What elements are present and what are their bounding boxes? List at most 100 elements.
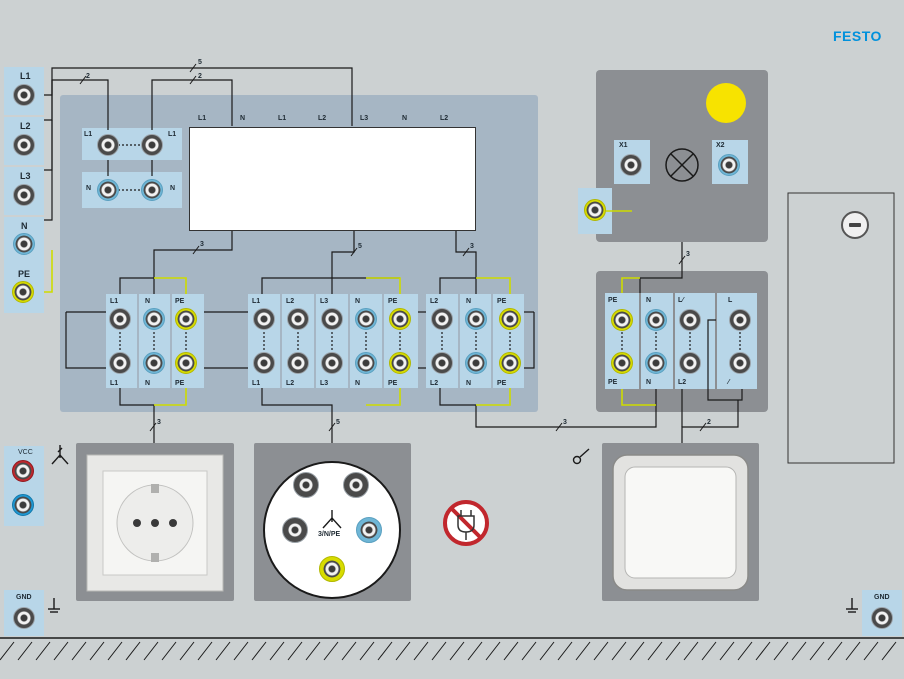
meter-terminal[interactable] [499, 308, 521, 330]
meter-terminal[interactable] [321, 352, 343, 374]
meter-terminal[interactable] [355, 308, 377, 330]
cee-terminal-l3[interactable] [282, 517, 308, 543]
meter-label: N [145, 380, 151, 387]
meter-label: PE [175, 298, 185, 305]
switch-label: ⁄ [728, 379, 730, 386]
meter-label: L1 [252, 380, 261, 387]
terminal-pe[interactable] [12, 281, 34, 303]
meter-label: PE [175, 380, 185, 387]
cee-terminal-l2[interactable] [343, 472, 369, 498]
display-term-label: L2 [318, 115, 327, 122]
display-term-label: L1 [198, 115, 207, 122]
lamp-indicator [706, 83, 746, 123]
switch-label: PE [608, 297, 618, 304]
lamp-label-x1: X1 [619, 142, 628, 149]
meter-terminal[interactable] [175, 308, 197, 330]
meter-label: L1 [110, 298, 119, 305]
meter-label: L2 [430, 380, 439, 387]
breaker-terminal[interactable] [141, 134, 163, 156]
switch-terminal[interactable] [611, 309, 633, 331]
switch-label: L2 [678, 379, 687, 386]
meter-terminal[interactable] [109, 308, 131, 330]
switch-terminal[interactable] [679, 352, 701, 374]
meter-terminal[interactable] [175, 352, 197, 374]
terminal-vcc-minus[interactable] [12, 494, 34, 516]
supply-label-l1: L1 [20, 71, 31, 81]
meter-label: PE [388, 298, 398, 305]
meter-label: L2 [430, 298, 439, 305]
breaker-terminal[interactable] [141, 179, 163, 201]
cee-terminal-l1[interactable] [293, 472, 319, 498]
wire-count-label: 2 [86, 73, 90, 80]
meter-terminal[interactable] [143, 308, 165, 330]
cee-label: 3/N/PE [318, 531, 341, 538]
meter-terminal[interactable] [355, 352, 377, 374]
cee-terminal-n[interactable] [356, 517, 382, 543]
meter-terminal[interactable] [431, 308, 453, 330]
switch-terminal[interactable] [645, 352, 667, 374]
switch-label: PE [608, 379, 618, 386]
lamp-label-x2: X2 [716, 142, 725, 149]
switch-label: L⁄ [678, 297, 684, 304]
meter-label: N [466, 298, 472, 305]
switch-terminal[interactable] [729, 309, 751, 331]
terminal-n[interactable] [13, 233, 35, 255]
switch-label: L [728, 297, 733, 304]
lamp-cross-icon [665, 148, 699, 182]
meter-terminal[interactable] [287, 308, 309, 330]
meter-terminal[interactable] [389, 352, 411, 374]
switch-label: N [646, 297, 652, 304]
supply-label-l2: L2 [20, 121, 31, 131]
meter-terminal[interactable] [253, 352, 275, 374]
breaker-label: N [86, 185, 92, 192]
meter-label: N [466, 380, 472, 387]
push-button[interactable] [625, 467, 736, 578]
breaker-terminal[interactable] [97, 179, 119, 201]
cee-terminal-pe[interactable] [319, 556, 345, 582]
lamp-terminal-x1[interactable] [620, 154, 642, 176]
switch-terminal[interactable] [611, 352, 633, 374]
cabinet-door [787, 192, 895, 464]
meter-terminal[interactable] [499, 352, 521, 374]
meter-label: L2 [286, 298, 295, 305]
terminal-vcc-plus[interactable] [12, 460, 34, 482]
switch-terminal[interactable] [645, 309, 667, 331]
meter-label: L1 [252, 298, 261, 305]
meter-terminal[interactable] [109, 352, 131, 374]
display-term-label: N [240, 115, 246, 122]
terminal-gnd-left[interactable] [13, 607, 35, 629]
meter-terminal[interactable] [321, 308, 343, 330]
terminal-l3[interactable] [13, 184, 35, 206]
meter-terminal[interactable] [253, 308, 275, 330]
terminal-l2[interactable] [13, 134, 35, 156]
wire-count-label: 3 [157, 419, 161, 426]
meter-label: PE [388, 380, 398, 387]
meter-label: L3 [320, 298, 329, 305]
festo-logo: FESTO [833, 28, 882, 44]
key-switch-icon[interactable] [841, 211, 869, 239]
display-term-label: L3 [360, 115, 369, 122]
meter-label: N [355, 380, 361, 387]
switch-terminal[interactable] [679, 309, 701, 331]
meter-terminal[interactable] [143, 352, 165, 374]
terminal-gnd-right[interactable] [871, 607, 893, 629]
meter-terminal[interactable] [389, 308, 411, 330]
wire-count-label: 3 [563, 419, 567, 426]
breaker-label: L1 [84, 131, 93, 138]
wire-count-label: 3 [686, 251, 690, 258]
meter-terminal[interactable] [287, 352, 309, 374]
meter-terminal[interactable] [431, 352, 453, 374]
wire-count-label: 2 [198, 73, 202, 80]
wire-count-label: 5 [358, 243, 362, 250]
lamp-terminal-pe[interactable] [584, 199, 606, 221]
wire-count-label: 3 [200, 241, 204, 248]
terminal-l1[interactable] [13, 84, 35, 106]
switch-terminal[interactable] [729, 352, 751, 374]
breaker-terminal[interactable] [97, 134, 119, 156]
meter-terminal[interactable] [465, 308, 487, 330]
bus-symbol-icon [51, 445, 69, 465]
meter-label: N [355, 298, 361, 305]
lamp-terminal-x2[interactable] [718, 154, 740, 176]
meter-terminal[interactable] [465, 352, 487, 374]
